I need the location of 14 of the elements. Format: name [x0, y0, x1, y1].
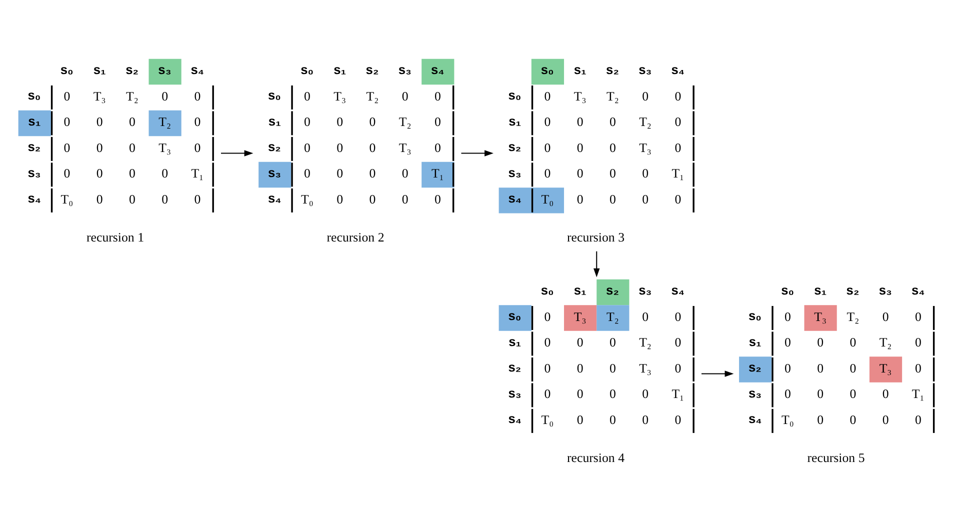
node-label: recursion 4 [567, 451, 625, 466]
node-label: s₂ [846, 282, 860, 298]
node-label: recursion 2 [326, 230, 384, 245]
node-label: s₀ [781, 282, 794, 298]
arrow [594, 251, 600, 278]
node-label: s₄ [912, 282, 925, 298]
arrow [221, 150, 254, 156]
arrow [461, 150, 494, 156]
arrow [702, 370, 734, 377]
node-label: recursion 5 [807, 451, 865, 466]
node-label: s₃ [878, 282, 892, 298]
node-label: recursion 1 [86, 230, 144, 245]
node-label: s₁ [814, 282, 827, 298]
node-label: recursion 3 [567, 230, 625, 245]
